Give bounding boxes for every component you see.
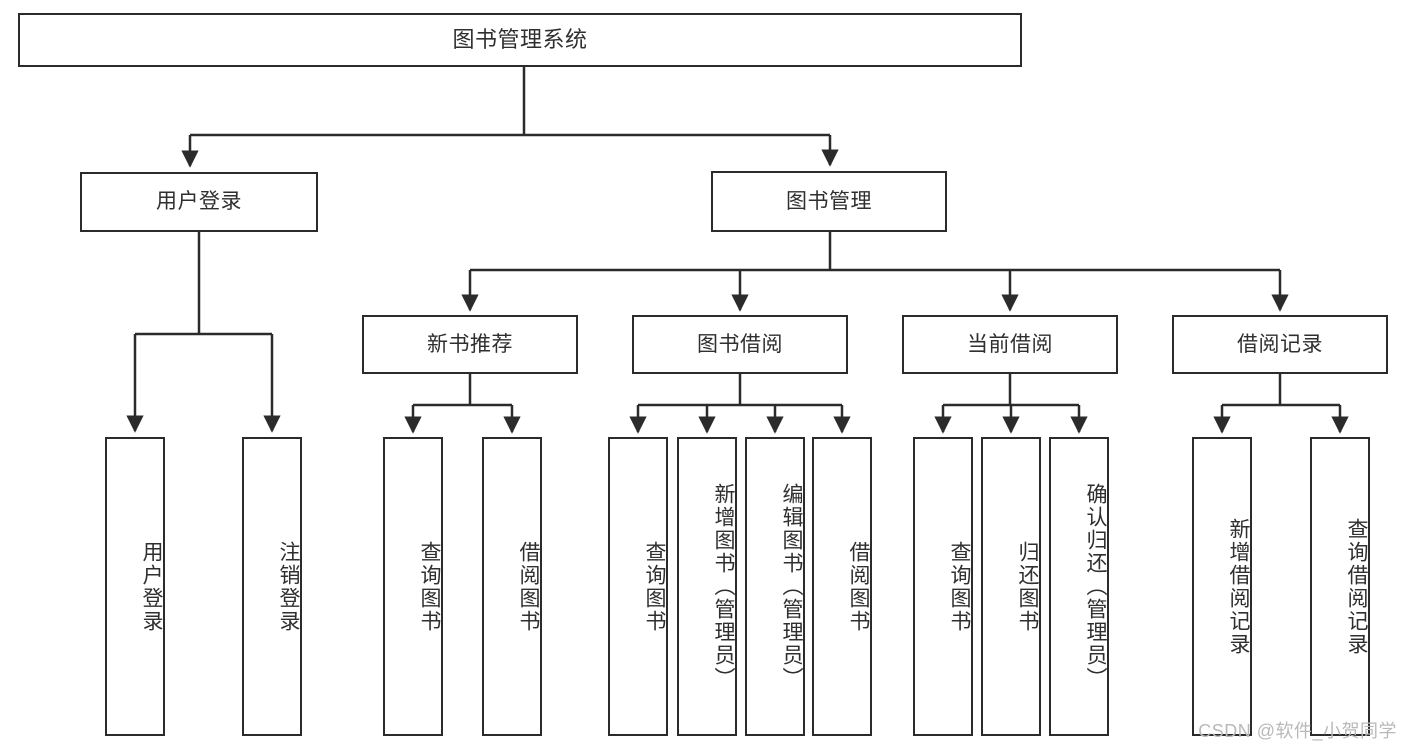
leaf-confirm-return-admin[interactable]: 确认归还（管理员） [1049, 437, 1109, 736]
leaf-borrow-book-recommend[interactable]: 借阅图书 [482, 437, 542, 736]
node-label: 确认归还（管理员） [1084, 483, 1107, 690]
node-label: 查询图书 [948, 540, 971, 633]
node-label: 新增借阅记录 [1227, 517, 1250, 656]
node-label: 查询图书 [418, 540, 441, 633]
node-current-borrow[interactable]: 当前借阅 [902, 315, 1118, 374]
node-label: 用户登录 [140, 540, 163, 633]
leaf-borrow-book[interactable]: 借阅图书 [812, 437, 872, 736]
node-label: 新书推荐 [427, 332, 513, 356]
node-label: 查询借阅记录 [1345, 517, 1368, 656]
leaf-add-book-admin[interactable]: 新增图书（管理员） [677, 437, 737, 736]
node-label: 图书借阅 [697, 332, 783, 356]
leaf-edit-book-admin[interactable]: 编辑图书（管理员） [745, 437, 805, 736]
leaf-return-book[interactable]: 归还图书 [981, 437, 1041, 736]
watermark: CSDN @软件_小贺同学 [1198, 721, 1397, 741]
node-label: 编辑图书（管理员） [780, 483, 803, 690]
node-book-management[interactable]: 图书管理 [711, 171, 947, 232]
node-label: 归还图书 [1016, 540, 1039, 633]
node-new-book-recommend[interactable]: 新书推荐 [362, 315, 578, 374]
node-label: 借阅记录 [1237, 332, 1323, 356]
node-borrow-record[interactable]: 借阅记录 [1172, 315, 1388, 374]
leaf-add-borrow-record[interactable]: 新增借阅记录 [1192, 437, 1252, 736]
node-label: 用户登录 [156, 190, 242, 214]
node-label: 查询图书 [643, 540, 666, 633]
leaf-user-login[interactable]: 用户登录 [105, 437, 165, 736]
leaf-query-book-current[interactable]: 查询图书 [913, 437, 973, 736]
node-label: 图书管理系统 [452, 26, 588, 52]
node-label: 图书管理 [786, 189, 872, 213]
leaf-query-borrow-record[interactable]: 查询借阅记录 [1310, 437, 1370, 736]
node-user-login[interactable]: 用户登录 [80, 172, 318, 232]
node-label: 注销登录 [277, 540, 300, 633]
node-label: 借阅图书 [517, 540, 540, 633]
node-book-borrow[interactable]: 图书借阅 [632, 315, 848, 374]
node-root-book-management-system[interactable]: 图书管理系统 [18, 13, 1022, 67]
leaf-query-book-borrow[interactable]: 查询图书 [608, 437, 668, 736]
leaf-query-book-recommend[interactable]: 查询图书 [383, 437, 443, 736]
node-label: 借阅图书 [847, 540, 870, 633]
node-label: 当前借阅 [967, 332, 1053, 356]
leaf-logout[interactable]: 注销登录 [242, 437, 302, 736]
node-label: 新增图书（管理员） [712, 483, 735, 690]
